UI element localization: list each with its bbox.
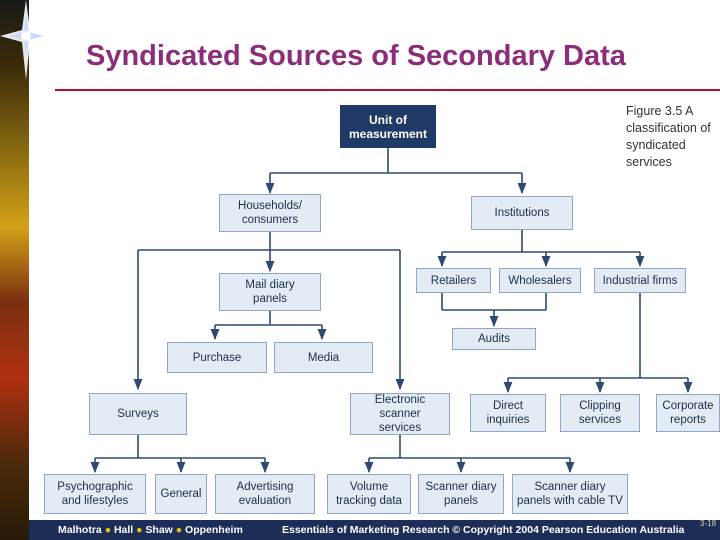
node-purchase: Purchase bbox=[167, 342, 267, 373]
title-divider bbox=[55, 89, 720, 91]
bullet-icon: ● bbox=[136, 524, 143, 536]
bullet-icon: ● bbox=[104, 524, 112, 536]
page-number: 3-18 bbox=[700, 519, 717, 528]
sparkle-star-icon bbox=[0, 0, 60, 80]
figure-caption: Figure 3.5 A classification of syndicate… bbox=[626, 104, 711, 169]
node-scanner-diary-panels: Scanner diary panels bbox=[418, 474, 504, 514]
node-surveys: Surveys bbox=[89, 393, 187, 435]
node-industrial-firms: Industrial firms bbox=[594, 268, 686, 293]
bullet-icon: ● bbox=[175, 524, 183, 536]
node-general: General bbox=[155, 474, 207, 514]
node-unit-of-measurement: Unit of measurement bbox=[340, 105, 436, 148]
node-electronic-scanner-services: Electronic scanner services bbox=[350, 393, 450, 435]
node-mail-diary-panels: Mail diary panels bbox=[219, 273, 321, 311]
footer-authors: Malhotra ● Hall ● Shaw ● Oppenheim bbox=[58, 524, 243, 536]
node-direct-inquiries: Direct inquiries bbox=[470, 394, 546, 432]
node-retailers: Retailers bbox=[416, 268, 491, 293]
footer-bar bbox=[29, 520, 720, 540]
node-scanner-diary-panels-cable-tv: Scanner diary panels with cable TV bbox=[512, 474, 628, 514]
node-volume-tracking-data: Volume tracking data bbox=[327, 474, 411, 514]
node-institutions: Institutions bbox=[471, 196, 573, 230]
slide-title: Syndicated Sources of Secondary Data bbox=[86, 40, 626, 72]
footer-book-title: Essentials of Marketing Research © Copyr… bbox=[282, 524, 685, 536]
node-advertising-evaluation: Advertising evaluation bbox=[215, 474, 315, 514]
node-audits: Audits bbox=[452, 328, 536, 350]
node-media: Media bbox=[274, 342, 373, 373]
node-psychographic-and-lifestyles: Psychographic and lifestyles bbox=[44, 474, 146, 514]
node-households-consumers: Households/ consumers bbox=[219, 194, 321, 232]
decorative-sidebar bbox=[0, 0, 29, 540]
node-clipping-services: Clipping services bbox=[560, 394, 640, 432]
node-corporate-reports: Corporate reports bbox=[656, 394, 720, 432]
node-wholesalers: Wholesalers bbox=[499, 268, 581, 293]
